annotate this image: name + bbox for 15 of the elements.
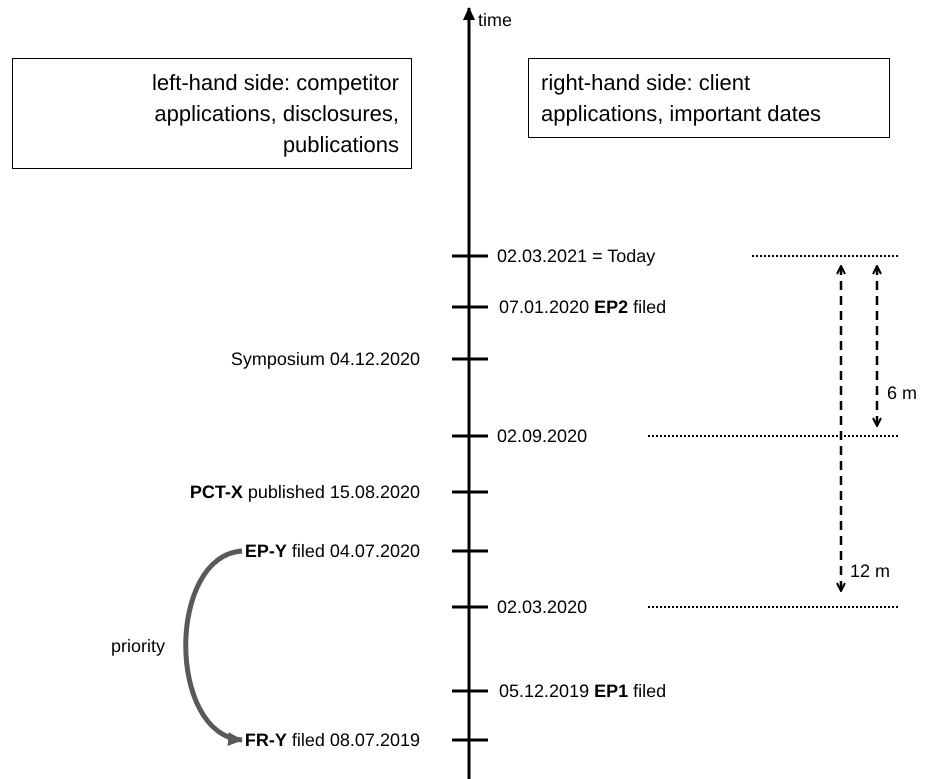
event-label: FR-Y filed 08.07.2019 (244, 729, 420, 751)
event-label: Symposium 04.12.2020 (230, 348, 420, 370)
event-label: PCT-X published 15.08.2020 (190, 481, 420, 503)
event-label: 07.01.2020 EP2 filed (499, 296, 666, 318)
event-label: 05.12.2019 EP1 filed (499, 680, 666, 702)
dimension-label: 12 m (850, 560, 890, 582)
date-label: 02.03.2021 = Today (497, 245, 656, 267)
curved-arrow (183, 548, 243, 744)
text-box: right-hand side: client applications, important dates (528, 58, 890, 138)
axis-label: time (478, 9, 512, 31)
date-label: 02.09.2020 (497, 425, 588, 447)
event-label: EP-Y filed 04.07.2020 (244, 540, 420, 562)
text-box: left-hand side: competitor applications, disclosures, publications (12, 58, 412, 169)
dimension-label: 6 m (887, 382, 918, 404)
date-label: 02.03.2020 (497, 596, 588, 618)
